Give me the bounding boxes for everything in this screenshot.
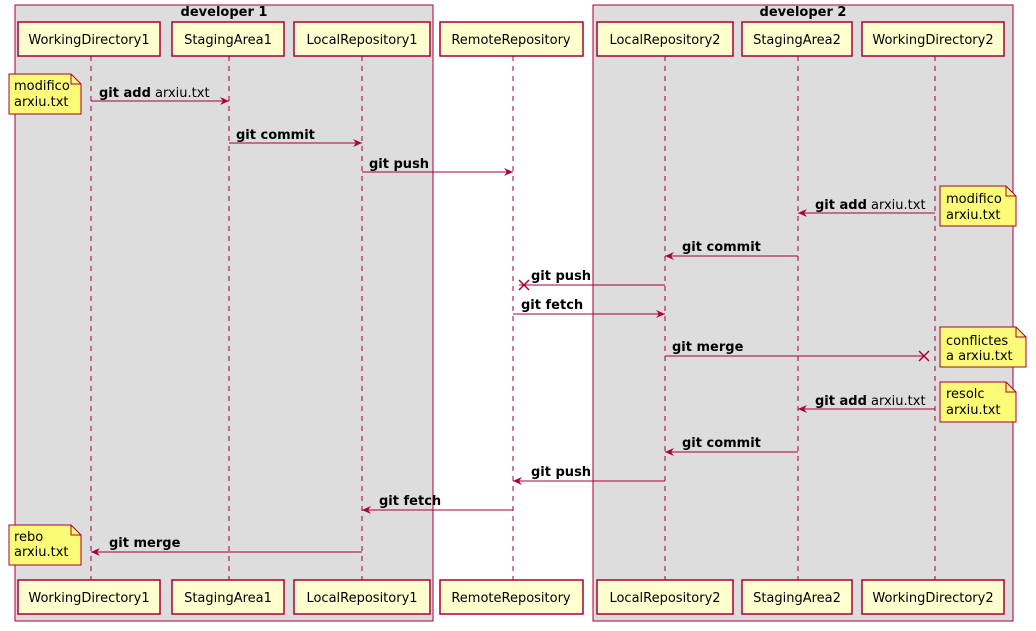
- participant-box-stagingarea1[interactable]: [171, 21, 285, 57]
- participant-label-remoterepository-bottom: RemoteRepository: [451, 591, 571, 606]
- note-line-2: arxiu.txt: [14, 545, 69, 560]
- cross-icon: [918, 350, 930, 362]
- note-line-2: arxiu.txt: [946, 208, 1001, 223]
- message-label-7: git fetch: [521, 298, 583, 313]
- message-label-9: git add arxiu.txt: [815, 394, 926, 409]
- message-label-6: git push: [531, 269, 591, 284]
- participant-box-localrepository1[interactable]: [293, 21, 431, 57]
- participants-top: WorkingDirectory1 StagingArea1 LocalRepo…: [17, 21, 1005, 57]
- participant-box-localrepository1-bottom[interactable]: [293, 579, 431, 615]
- participant-label-localrepository1-bottom: LocalRepository1: [306, 591, 417, 606]
- message-label-12: git fetch: [379, 494, 441, 509]
- participants-bottom: WorkingDirectory1 StagingArea1 LocalRepo…: [17, 579, 1005, 615]
- participant-label-stagingarea1: StagingArea1: [184, 33, 272, 48]
- participant-label-stagingarea2: StagingArea2: [753, 33, 841, 48]
- message-label-8: git merge: [672, 340, 744, 355]
- message-label-5: git commit: [682, 240, 761, 255]
- message-label-10: git commit: [682, 436, 761, 451]
- participant-label-localrepository1: LocalRepository1: [306, 33, 417, 48]
- participant-box-stagingarea2[interactable]: [741, 21, 853, 57]
- participant-box-workingdirectory2[interactable]: [861, 21, 1005, 57]
- participant-label-workingdirectory1: WorkingDirectory1: [28, 33, 149, 48]
- participant-label-localrepository2-bottom: LocalRepository2: [609, 591, 720, 606]
- note-line-1: modifico: [946, 192, 1002, 207]
- participant-box-stagingarea2-bottom[interactable]: [741, 579, 853, 615]
- note-modifico-2: modifico arxiu.txt: [939, 185, 1017, 227]
- message-label-3: git push: [369, 157, 429, 172]
- participant-label-workingdirectory2: WorkingDirectory2: [872, 33, 993, 48]
- participant-label-stagingarea2-bottom: StagingArea2: [753, 591, 841, 606]
- participant-box-remoterepository-bottom[interactable]: [439, 579, 584, 615]
- message-label-2: git commit: [236, 128, 315, 143]
- message-label-1: git add arxiu.txt: [99, 86, 210, 101]
- group-box-developer-1: [14, 4, 434, 622]
- note-line-1: conflictes: [946, 334, 1008, 349]
- participant-box-workingdirectory2-bottom[interactable]: [861, 579, 1005, 615]
- group-title-developer-2: developer 2: [760, 5, 847, 20]
- participant-box-localrepository2-bottom[interactable]: [596, 579, 734, 615]
- note-line-2: arxiu.txt: [14, 95, 69, 110]
- participant-label-workingdirectory2-bottom: WorkingDirectory2: [872, 591, 993, 606]
- note-line-1: rebo: [14, 530, 43, 545]
- note-line-1: resolc: [946, 387, 985, 402]
- participant-box-localrepository2[interactable]: [596, 21, 734, 57]
- participant-label-remoterepository: RemoteRepository: [451, 33, 571, 48]
- note-resolc: resolc arxiu.txt: [939, 381, 1017, 423]
- cross-icon: [518, 279, 530, 291]
- participant-label-stagingarea1-bottom: StagingArea1: [184, 591, 272, 606]
- message-label-11: git push: [531, 465, 591, 480]
- participant-box-remoterepository[interactable]: [439, 21, 584, 57]
- participant-box-workingdirectory1-bottom[interactable]: [17, 579, 161, 615]
- note-rebo: rebo arxiu.txt: [8, 524, 82, 566]
- note-line-2: arxiu.txt: [946, 403, 1001, 418]
- participant-box-stagingarea1-bottom[interactable]: [171, 579, 285, 615]
- note-line-1: modifico: [14, 79, 70, 94]
- participant-box-workingdirectory1[interactable]: [17, 21, 161, 57]
- note-conflictes: conflictes a arxiu.txt: [939, 326, 1027, 368]
- participant-label-workingdirectory1-bottom: WorkingDirectory1: [28, 591, 149, 606]
- group-title-developer-1: developer 1: [181, 5, 268, 20]
- note-modifico-1: modifico arxiu.txt: [8, 73, 82, 115]
- message-label-4: git add arxiu.txt: [815, 198, 926, 213]
- note-line-2: a arxiu.txt: [946, 349, 1013, 364]
- message-label-13: git merge: [109, 536, 181, 551]
- group-box-developer-2: [592, 4, 1014, 622]
- participant-label-localrepository2: LocalRepository2: [609, 33, 720, 48]
